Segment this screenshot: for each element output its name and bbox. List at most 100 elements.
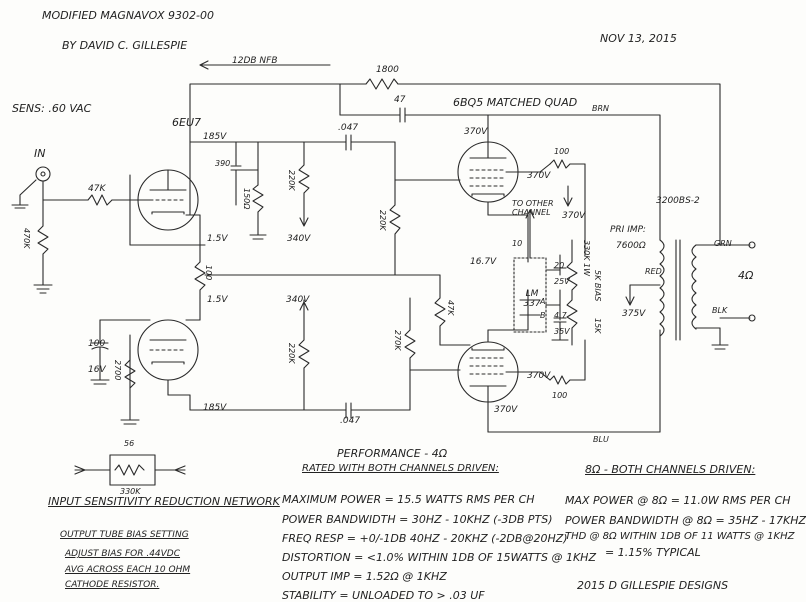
bias-line-3: CATHODE RESISTOR. <box>65 580 160 590</box>
pri-imp-value: 7600Ω <box>616 241 646 251</box>
cap-47-label: 47 <box>394 95 406 105</box>
cap-16v-label: 16V <box>88 365 106 375</box>
wire-grn-label: GRN <box>714 239 732 248</box>
v-167-label: 16.7V <box>470 257 497 267</box>
feedback-path <box>189 78 721 246</box>
author-line: BY DAVID C. GILLESPIE <box>62 39 188 52</box>
eight-ohm-line: MAX POWER @ 8Ω = 11.0W RMS PER CH <box>565 494 791 507</box>
r-1800-label: 1800 <box>376 65 399 75</box>
bias-line-1: ADJUST BIAS FOR .44VDC <box>65 549 181 559</box>
upper-plate-r-label: 220K <box>287 170 296 191</box>
r-150-label: 150Ω <box>242 188 251 210</box>
wire-blk-label: BLK <box>712 306 728 315</box>
output-impedance-label: 4Ω <box>738 269 754 282</box>
wire-brn-label: BRN <box>592 104 610 113</box>
eight-ohm-title: 8Ω - BOTH CHANNELS DRIVEN: <box>585 463 756 476</box>
schematic-title: MODIFIED MAGNAVOX 9302-00 <box>42 9 214 22</box>
date-line: NOV 13, 2015 <box>600 32 677 45</box>
perf-line: DISTORTION = <1.0% WITHIN 1DB OF 15WATTS… <box>282 551 596 564</box>
lower-cathode-voltage: 1.5V <box>207 295 228 305</box>
v-370-tap: 370V <box>562 211 586 221</box>
input-jack-label: IN <box>34 147 46 160</box>
r-15k-label: 15K <box>593 318 602 334</box>
lower-plate-network <box>189 274 471 419</box>
resistor-47k <box>87 194 113 206</box>
perf-line: POWER BANDWIDTH = 30HZ - 10KHZ (-3DB PTS… <box>282 513 553 526</box>
sensitivity-network <box>74 454 186 486</box>
top-screen-voltage: 370V <box>527 171 551 181</box>
bias-title: OUTPUT TUBE BIAS SETTING <box>60 530 189 540</box>
pri-imp-label: PRI IMP: <box>610 225 646 235</box>
transformer-model: 3200BS-2 <box>656 196 700 206</box>
r-47-label: 4.7 <box>554 311 567 320</box>
cap-35v-label: 35V <box>554 327 570 336</box>
eight-ohm-line: = 1.15% TYPICAL <box>605 546 701 559</box>
perf-subtitle: RATED WITH BOTH CHANNELS DRIVEN: <box>302 463 499 474</box>
r-330k-label: 330K <box>120 487 141 496</box>
pot-330k-label: 330K 1W <box>582 240 591 277</box>
nfb-arrow <box>199 60 331 70</box>
r-470k-label: 470K <box>22 228 31 249</box>
r-100-cathode-label: 100 <box>204 265 213 281</box>
v-340-upper: 340V <box>287 234 311 244</box>
perf-title: PERFORMANCE - 4Ω <box>337 447 448 460</box>
bias-network <box>513 209 578 346</box>
r-56-label: 56 <box>124 439 135 448</box>
to-other-channel: TO OTHER CHANNEL <box>512 199 554 217</box>
bottom-screen-voltage: 370V <box>527 371 551 381</box>
resistor-470k <box>37 225 49 255</box>
perf-line: MAXIMUM POWER = 15.5 WATTS RMS PER CH <box>282 493 535 506</box>
output-transformer <box>625 239 756 350</box>
upper-plate-voltage: 185V <box>203 132 227 142</box>
upper-cathode-voltage: 1.5V <box>207 234 228 244</box>
cap-25v-label: 25V <box>554 277 570 286</box>
lower-pentode <box>457 289 661 433</box>
network-title: INPUT SENSITIVITY REDUCTION NETWORK <box>48 495 280 508</box>
r-390-label: 390 <box>215 159 231 168</box>
lower-plate-r-label: 220K <box>287 343 296 364</box>
lower-cathode-network <box>90 319 140 425</box>
output-tube-label: 6BQ5 MATCHED QUAD <box>453 96 578 109</box>
pin-b-label: B <box>540 311 546 320</box>
sens-label: SENS: .60 VAC <box>12 102 92 115</box>
lm337-label: LM 337 <box>523 289 541 309</box>
r-10-label: 10 <box>512 239 523 248</box>
cathode-resistor <box>194 227 206 299</box>
lower-grid-r-label: 270K <box>393 330 402 351</box>
b-plus-voltage: 375V <box>622 309 646 319</box>
wire-blu-label: BLU <box>593 435 609 444</box>
upper-coupling-cap <box>303 134 461 276</box>
lower-triode <box>99 297 201 411</box>
pin-a-label: A <box>540 297 546 306</box>
perf-line: STABILITY = UNLOADED TO > .03 UF <box>282 589 485 602</box>
lower-plate-voltage: 185V <box>203 403 227 413</box>
cap-100-label: 100 <box>88 339 106 349</box>
r-2700-label: 2700 <box>113 360 122 381</box>
resistor-1800 <box>365 78 399 90</box>
footer-designs: 2015 D GILLESPIE DESIGNS <box>577 579 729 592</box>
wire-red-label: RED <box>645 267 662 276</box>
nfb-label: 12DB NFB <box>232 56 278 66</box>
bias-pot-label: 5K BIAS <box>593 270 602 302</box>
upper-pentode <box>457 114 586 263</box>
lower-coupling-cap-label: .047 <box>340 416 361 426</box>
perf-line: OUTPUT IMP = 1.52Ω @ 1KHZ <box>282 570 447 583</box>
r-100-bottom-label: 100 <box>552 391 568 400</box>
eight-ohm-line: POWER BANDWIDTH @ 8Ω = 35HZ - 17KHZ <box>565 514 806 527</box>
upper-coupling-cap-label: .047 <box>338 123 359 133</box>
bottom-plate-voltage: 370V <box>494 405 518 415</box>
eight-ohm-line: THD @ 8Ω WITHIN 1DB OF 11 WATTS @ 1KHZ <box>565 531 795 542</box>
r-20-label: 20 <box>554 261 565 270</box>
perf-line: FREQ RESP = +0/-1DB 40HZ - 20KHZ (-2DB@2… <box>282 532 568 545</box>
r-47k-label: 47K <box>88 184 106 194</box>
bias-line-2: AVG ACROSS EACH 10 OHM <box>65 565 191 575</box>
r-47k-lower-label: 47K <box>446 300 455 316</box>
r-100-top-label: 100 <box>554 147 570 156</box>
v-340-lower: 340V <box>286 295 310 305</box>
driver-tube-label: 6EU7 <box>172 116 201 129</box>
input-jack <box>11 166 151 294</box>
top-plate-voltage: 370V <box>464 127 488 137</box>
upper-grid-r-label: 220K <box>378 210 387 231</box>
upper-triode <box>129 141 206 246</box>
schematic-diagram <box>11 60 756 486</box>
